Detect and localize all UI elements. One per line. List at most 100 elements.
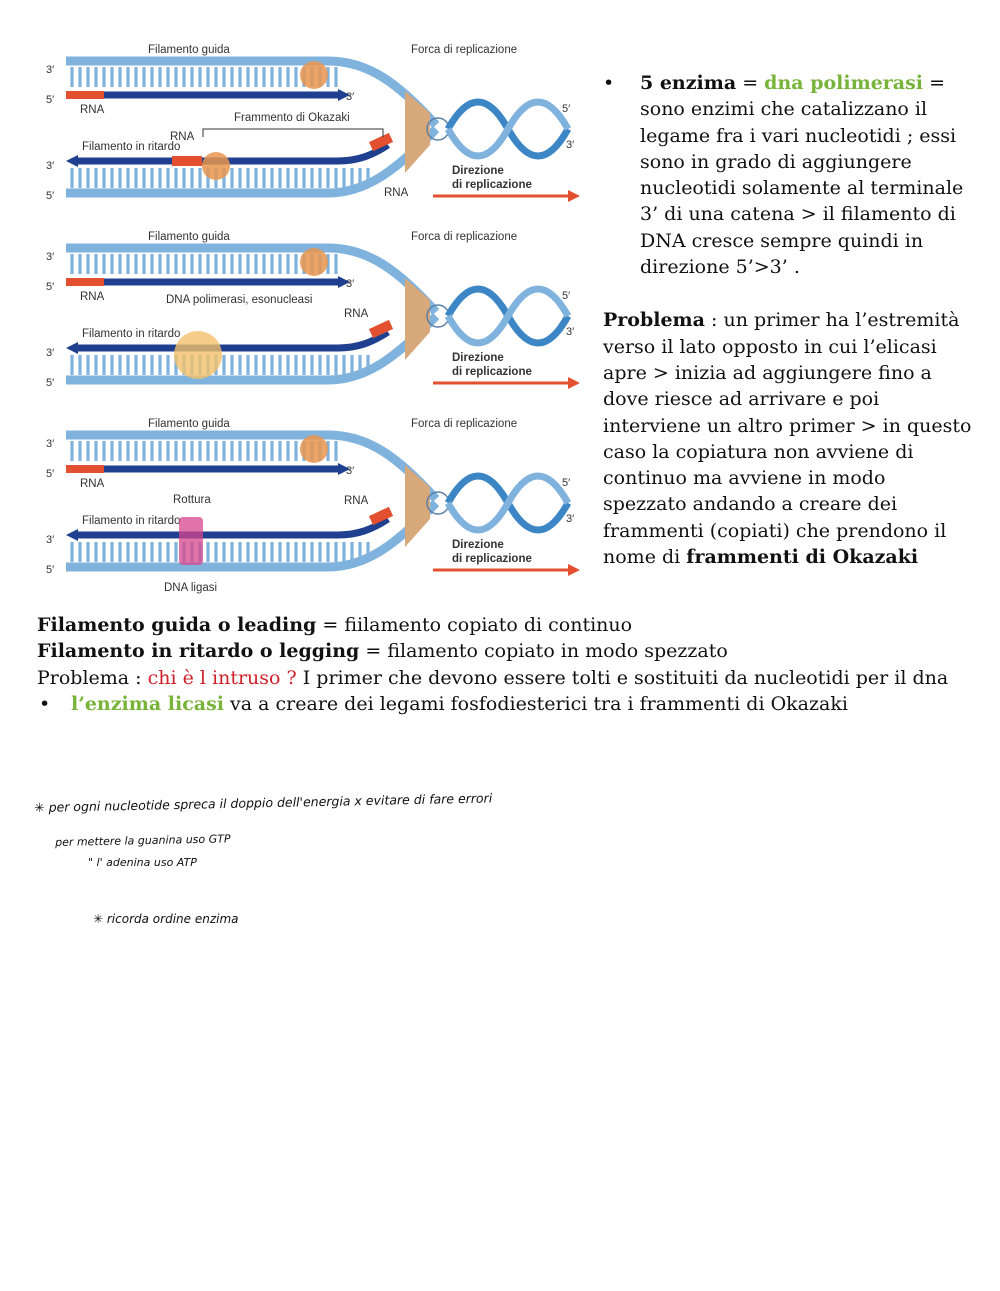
- diagram-panel-3: Filamento guida Forca di replicazioneFila…: [46, 418, 580, 594]
- label-rna: RNA: [344, 308, 369, 320]
- label-3-prime: 3′: [46, 438, 54, 450]
- label-filamento-ritardo: Filamento in ritardo: [82, 328, 180, 340]
- helicase-wedge: [405, 91, 430, 173]
- label-5-prime: 5′: [562, 477, 570, 489]
- label-5-prime: 5′: [46, 377, 54, 389]
- problema-text: : un primer ha l’estremità verso il lato…: [603, 309, 971, 568]
- label-rottura: Rottura: [173, 494, 211, 506]
- okazaki-bracket: [203, 129, 383, 137]
- licasi-term: l’enzima licasi: [71, 693, 224, 715]
- base-pairs-lower: [72, 542, 368, 562]
- lagging-definition: Filamento in ritardo o legging = filamen…: [37, 638, 967, 664]
- label-filamento-guida: Filamento guida: [148, 418, 230, 430]
- enzyme-label: 5 enzima: [640, 72, 736, 94]
- rna-primer-leading: [66, 465, 104, 473]
- enzyme-description: = sono enzimi che catalizzano il legame …: [640, 72, 963, 278]
- intruso-question: chi è l intruso ?: [148, 667, 297, 689]
- direction-arrowhead: [568, 190, 580, 202]
- label-3-prime: 3′: [46, 251, 54, 263]
- label-3-prime: 3′: [46, 534, 54, 546]
- label-direzione: Direzione: [452, 352, 504, 364]
- label-rna: RNA: [80, 291, 105, 303]
- dna-replication-figure: Filamento guidaForca di replicazioneFila…: [38, 25, 583, 600]
- enzyme-bullet: • 5 enzima = dna polimerasi = sono enzim…: [603, 70, 975, 280]
- helicase-wedge: [405, 278, 430, 360]
- label-forca-replicazione: Forca di replicazione: [411, 418, 517, 430]
- dna-ligase-enzyme: [179, 517, 203, 565]
- notes-column: • 5 enzima = dna polimerasi = sono enzim…: [603, 70, 975, 570]
- diagram-panel-2: Filamento guida Forca di replicazioneFila…: [46, 231, 580, 389]
- label-3-prime: 3′: [46, 347, 54, 359]
- base-pairs-upper: [72, 67, 336, 87]
- label-di-replicazione: di replicazione: [452, 179, 532, 191]
- label-3-prime: 3′: [46, 160, 54, 172]
- bullet-dot: •: [603, 70, 614, 96]
- label-forca-replicazione: Forca di replicazione: [411, 231, 517, 243]
- label-3-prime: 3′: [46, 64, 54, 76]
- lagging-arrowhead: [66, 529, 78, 541]
- rna-primer-leading: [66, 278, 104, 286]
- label-3-prime: 3′: [346, 465, 354, 477]
- label-3-prime: 3′: [566, 326, 574, 338]
- label-5-prime: 5′: [562, 290, 570, 302]
- label-filamento-guida: Filamento guida: [148, 44, 230, 56]
- polymerase-enzyme: [300, 435, 328, 463]
- label-3-prime: 3′: [346, 278, 354, 290]
- label-3-prime: 3′: [346, 91, 354, 103]
- definitions-block: Filamento guida o leading = fiilamento c…: [37, 612, 967, 717]
- label-filamento-ritardo: Filamento in ritardo: [82, 141, 180, 153]
- equals-sign: =: [736, 72, 764, 94]
- handwritten-note-atp: " l' adenina uso ATP: [88, 856, 197, 869]
- base-pairs-upper: [72, 441, 336, 461]
- label-5-prime: 5′: [46, 468, 54, 480]
- leading-definition: Filamento guida o leading = fiilamento c…: [37, 612, 967, 638]
- label-frammento-okazaki: Frammento di Okazaki: [234, 112, 350, 124]
- label-filamento-guida: Filamento guida: [148, 231, 230, 243]
- problema-paragraph: Problema : un primer ha l’estremità vers…: [603, 307, 975, 570]
- label-rna: RNA: [80, 104, 105, 116]
- rna-primer-okazaki: [172, 156, 202, 166]
- label-rna: RNA: [384, 187, 409, 199]
- diagram-panel-1: Filamento guida Forca di replicazioneFila…: [46, 44, 580, 202]
- helicase-wedge: [405, 465, 430, 547]
- bullet-dot: •: [39, 691, 50, 717]
- label-5-prime: 5′: [46, 281, 54, 293]
- direction-arrowhead: [568, 564, 580, 576]
- label-3-prime: 3′: [566, 139, 574, 151]
- label-rna: RNA: [344, 495, 369, 507]
- label-5-prime: 5′: [46, 94, 54, 106]
- label-dna-polimerasi: DNA polimerasi, esonucleasi: [166, 294, 312, 306]
- okazaki-term: frammenti di Okazaki: [686, 546, 918, 568]
- intruso-prefix: Problema :: [37, 667, 148, 689]
- lagging-arrowhead: [66, 155, 78, 167]
- rna-primer-leading: [66, 91, 104, 99]
- intruso-text: I primer che devono essere tolti e sosti…: [297, 667, 948, 689]
- lagging-term: Filamento in ritardo o legging: [37, 640, 359, 662]
- handwritten-note-gtp: per mettere la guanina uso GTP: [55, 832, 231, 849]
- label-di-replicazione: di replicazione: [452, 366, 532, 378]
- base-pairs-upper: [72, 254, 336, 274]
- label-rna: RNA: [80, 478, 105, 490]
- lagging-text: = filamento copiato in modo spezzato: [359, 640, 727, 662]
- leading-text: = fiilamento copiato di continuo: [316, 614, 632, 636]
- exonuclease-enzyme: [174, 331, 222, 379]
- label-di-replicazione: di replicazione: [452, 553, 532, 565]
- label-direzione: Direzione: [452, 539, 504, 551]
- label-filamento-ritardo: Filamento in ritardo: [82, 515, 180, 527]
- polymerase-enzyme: [300, 61, 328, 89]
- polymerase-enzyme: [300, 248, 328, 276]
- label-dna-ligasi: DNA ligasi: [164, 582, 217, 594]
- label-5-prime: 5′: [46, 190, 54, 202]
- polymerase-enzyme-lagging: [202, 152, 230, 180]
- licasi-text: va a creare dei legami fosfodiesterici t…: [224, 693, 848, 715]
- label-direzione: Direzione: [452, 165, 504, 177]
- problema-label: Problema: [603, 309, 705, 331]
- handwritten-note-energy: ✳ per ogni nucleotide spreca il doppio d…: [34, 790, 492, 815]
- direction-arrowhead: [568, 377, 580, 389]
- label-rna: RNA: [170, 131, 195, 143]
- handwritten-note-order: ✳ ricorda ordine enzima: [93, 912, 239, 926]
- label-forca-replicazione: Forca di replicazione: [411, 44, 517, 56]
- intruso-line: Problema : chi è l intruso ? I primer ch…: [37, 665, 967, 691]
- lagging-arrowhead: [66, 342, 78, 354]
